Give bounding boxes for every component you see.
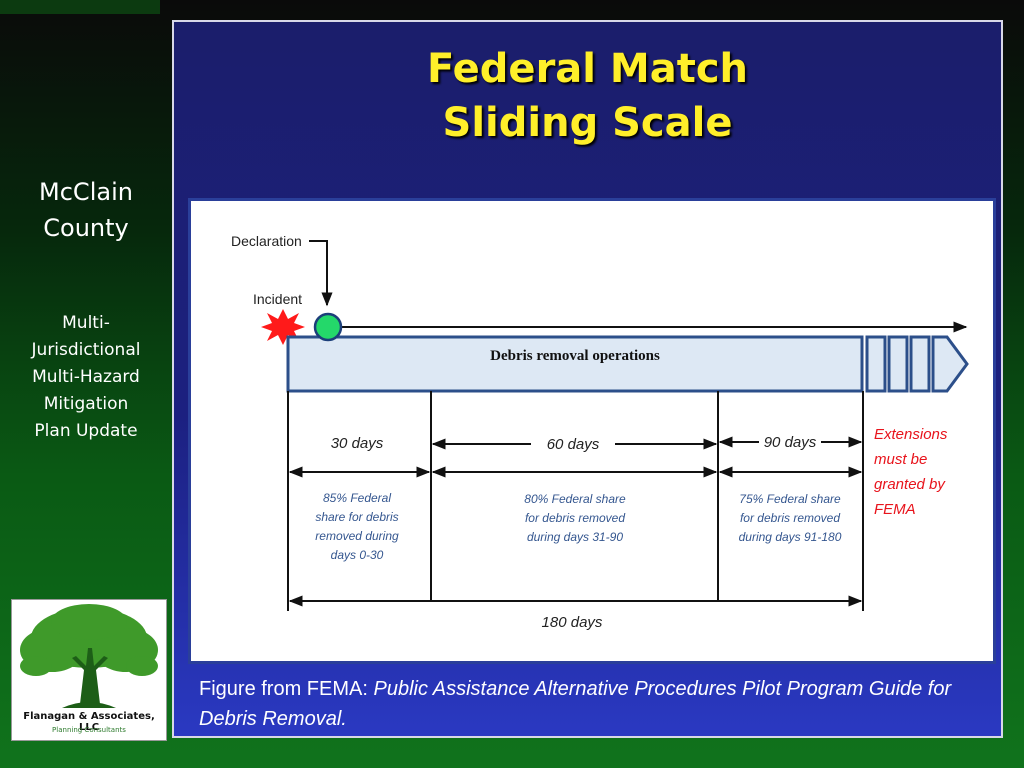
- county-line-1: McClain: [39, 178, 133, 206]
- figure-caption: Figure from FEMA: Public Assistance Alte…: [199, 674, 989, 734]
- operations-bar: [286, 335, 864, 393]
- period-90-label: 90 days: [764, 434, 817, 451]
- logo-company-name: Flanagan & Associates, LLC: [23, 711, 155, 733]
- extensions-line: granted by: [874, 476, 946, 493]
- plan-line: Plan Update: [34, 421, 138, 441]
- county-line-2: County: [43, 214, 129, 242]
- extensions-line: FEMA: [874, 501, 916, 518]
- share-30-line: share for debris: [315, 510, 398, 524]
- slide-title: Federal Match Sliding Scale: [172, 42, 1003, 150]
- declaration-marker: [313, 312, 343, 342]
- declaration-arrow: [309, 240, 333, 307]
- plan-line: Mitigation: [43, 394, 129, 414]
- share-90-line: for debris removed: [740, 511, 840, 525]
- caption-prefix: Figure from FEMA:: [199, 678, 374, 700]
- plan-line: Jurisdictional: [31, 340, 141, 360]
- tree-icon: [20, 604, 158, 708]
- timeline-figure: Declaration Incident Debris removal oper…: [188, 198, 996, 664]
- share-90-line: 75% Federal share: [739, 492, 841, 506]
- timeline-diagram: Declaration Incident Debris removal oper…: [231, 233, 969, 631]
- extension-block: [865, 335, 887, 393]
- title-line-2: Sliding Scale: [442, 100, 733, 146]
- extension-block: [887, 335, 909, 393]
- extension-block: [909, 335, 931, 393]
- plan-title: Multi- Jurisdictional Multi-Hazard Mitig…: [0, 310, 172, 445]
- company-logo: Flanagan & Associates, LLC Planning Cons…: [11, 599, 167, 741]
- operations-label: Debris removal operations: [490, 348, 660, 364]
- extensions-line: Extensions: [874, 426, 948, 443]
- period-60-label: 60 days: [547, 436, 600, 453]
- incident-label: Incident: [253, 291, 302, 307]
- share-30-line: days 0-30: [331, 548, 384, 562]
- extension-arrowhead: [931, 335, 969, 393]
- extensions-line: must be: [874, 451, 927, 468]
- share-30-line: 85% Federal: [323, 491, 391, 505]
- total-label: 180 days: [542, 614, 603, 631]
- share-60-line: 80% Federal share: [524, 492, 626, 506]
- share-60-line: for debris removed: [525, 511, 625, 525]
- plan-line: Multi-Hazard: [32, 367, 140, 387]
- period-30-label: 30 days: [331, 435, 384, 452]
- share-30-line: removed during: [315, 529, 399, 543]
- share-60-line: during days 31-90: [527, 530, 623, 544]
- county-name: McClain County: [0, 174, 172, 246]
- caption-source-title: Public Assistance Alternative Procedures…: [199, 678, 952, 730]
- share-90-line: during days 91-180: [739, 530, 842, 544]
- top-bar: [0, 0, 160, 14]
- logo-tagline: Planning Consultants: [52, 726, 126, 734]
- plan-line: Multi-: [62, 313, 110, 333]
- declaration-label: Declaration: [231, 233, 302, 249]
- title-line-1: Federal Match: [426, 46, 749, 92]
